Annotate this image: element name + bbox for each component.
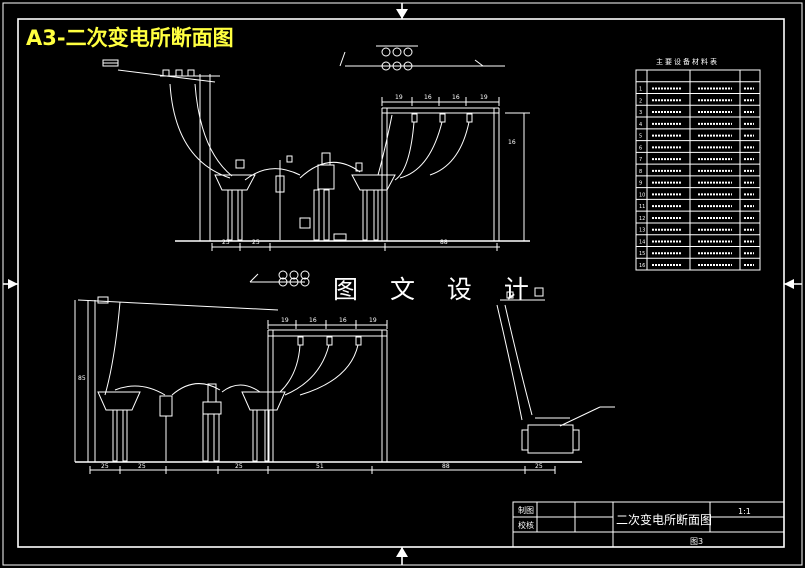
lower-section-drawing [74, 287, 615, 474]
table-row-number: 13 [639, 228, 645, 234]
table-row-number: 14 [639, 239, 645, 245]
checked-by-label: 校核 [518, 520, 534, 530]
upper-bay-dim-2: 16 [424, 94, 432, 101]
lower-base-dim-4: 51 [316, 463, 324, 470]
upper-bay-dim-4: 19 [480, 94, 488, 101]
table-row-number: 4 [639, 122, 642, 128]
lower-schematic-symbol [249, 270, 310, 287]
table-row-number: 3 [639, 110, 642, 116]
watermark: 图 文 设 计 [333, 275, 541, 304]
table-row-number: 16 [639, 263, 645, 269]
drawn-by-label: 制图 [518, 505, 534, 515]
top-arrow [396, 9, 408, 19]
upper-base-dim-3: 88 [440, 239, 448, 246]
sheet-number: 图3 [690, 537, 703, 546]
lower-base-dim-2: 25 [138, 463, 146, 470]
upper-bay-dim-3: 16 [452, 94, 460, 101]
header-title: A3-二次变电所断面图 [26, 26, 234, 50]
bottom-arrow [396, 547, 408, 557]
table-row-number: 10 [639, 192, 645, 198]
lower-bay-dim-3: 16 [339, 317, 347, 324]
table-row-number: 12 [639, 216, 645, 222]
upper-section-drawing [102, 59, 530, 251]
lower-bay-dim-4: 19 [369, 317, 377, 324]
upper-schematic-symbol [339, 45, 505, 71]
upper-height-dim: 16 [508, 139, 516, 146]
table-row-number: 7 [639, 157, 642, 163]
table-row-number: 8 [639, 169, 642, 175]
upper-base-dim-2: 25 [252, 239, 260, 246]
table-row-number: 1 [639, 87, 642, 93]
left-arrow [8, 279, 18, 289]
upper-base-dim-1: 25 [222, 239, 230, 246]
table-row-number: 5 [639, 134, 642, 140]
scale-text: 1:1 [738, 507, 751, 516]
lower-base-dim-6: 25 [535, 463, 543, 470]
lower-base-dim-1: 25 [101, 463, 109, 470]
lower-base-dim-5: 88 [442, 463, 450, 470]
table-row-number: 6 [639, 145, 642, 151]
title-block [512, 501, 785, 548]
table-row-number: 11 [639, 204, 645, 210]
lower-bay-dim-2: 16 [309, 317, 317, 324]
lower-bay-dim-1: 19 [281, 317, 289, 324]
table-row-number: 2 [639, 98, 642, 104]
table-row-number: 15 [639, 251, 645, 257]
lower-height-dim: 85 [78, 375, 86, 382]
table-row-number: 9 [639, 181, 642, 187]
drawing-name: 二次变电所断面图 [616, 512, 712, 527]
right-arrow [784, 279, 794, 289]
upper-bay-dim-1: 19 [395, 94, 403, 101]
table-caption: 主要设备材料表 [656, 57, 719, 66]
lower-base-dim-3: 25 [235, 463, 243, 470]
inner-border [17, 18, 785, 548]
